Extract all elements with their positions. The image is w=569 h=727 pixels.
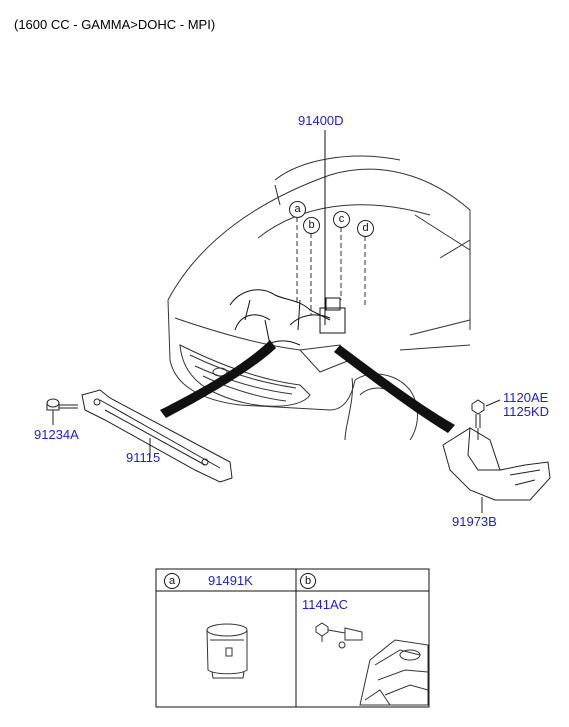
engine-spec-header: (1600 CC - GAMMA>DOHC - MPI) [14,17,216,32]
callout-a[interactable]: a [289,201,306,218]
cover-art [442,427,551,513]
callout-b[interactable]: b [303,217,320,234]
clip-assembly-art [315,622,429,706]
harness-wires [229,289,331,351]
part-number-grommet[interactable]: 91491K [208,573,253,588]
car-windshield-line [274,155,401,181]
leader-ribbon-left [160,340,276,418]
callout-d[interactable]: d [357,220,374,237]
part-number-bolt-1120ae[interactable]: 1120AE [503,390,549,405]
detail-cell-a-letter: a [164,573,180,589]
bracket-art [81,389,233,483]
callout-c[interactable]: c [333,211,350,228]
detail-cell-b-letter: b [300,573,316,589]
detail-table [155,568,430,708]
car-front-outline [167,299,356,411]
grommet-art [206,623,248,679]
leader-ribbon-right [334,345,455,433]
right-bolt-art [471,399,501,440]
part-number-bracket[interactable]: 91115 [126,450,161,465]
car-hood-outline [167,168,471,301]
part-number-clip-bolt[interactable]: 1141AC [302,597,349,612]
part-number-main-harness[interactable]: 91400D [298,113,344,128]
left-bolt-art [46,398,78,425]
part-number-bolt-1125kd[interactable]: 1125KD [503,404,550,419]
part-number-cover[interactable]: 91973B [452,514,497,529]
part-number-left-bolt[interactable]: 91234A [34,427,79,442]
car-emblem-outline [212,367,228,377]
ecu-module [319,307,346,334]
